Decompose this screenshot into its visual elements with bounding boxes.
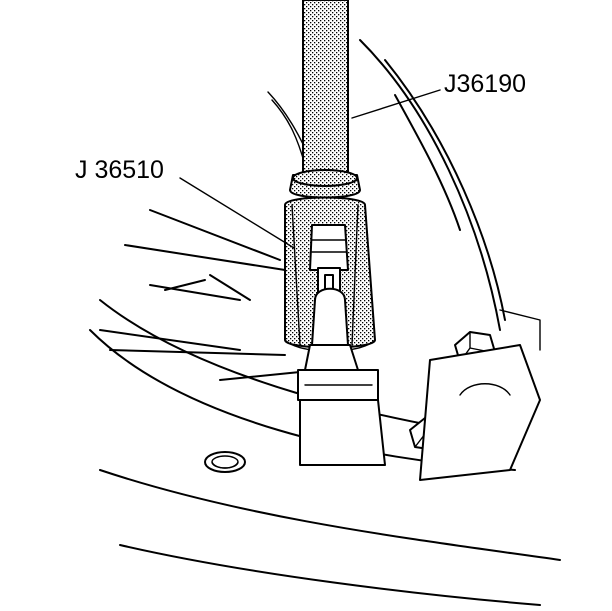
- housing-outline: [89, 39, 561, 606]
- extension-bar: [302, 0, 349, 183]
- label-j36190: J36190: [444, 70, 526, 98]
- socket-tool: [284, 169, 376, 352]
- bracket-bolts: [409, 309, 541, 481]
- injector: [297, 274, 386, 466]
- leader-lines: [179, 89, 441, 249]
- blade-lines: [99, 209, 301, 381]
- label-j36510: J 36510: [75, 156, 164, 184]
- threaded-hole: [204, 451, 246, 473]
